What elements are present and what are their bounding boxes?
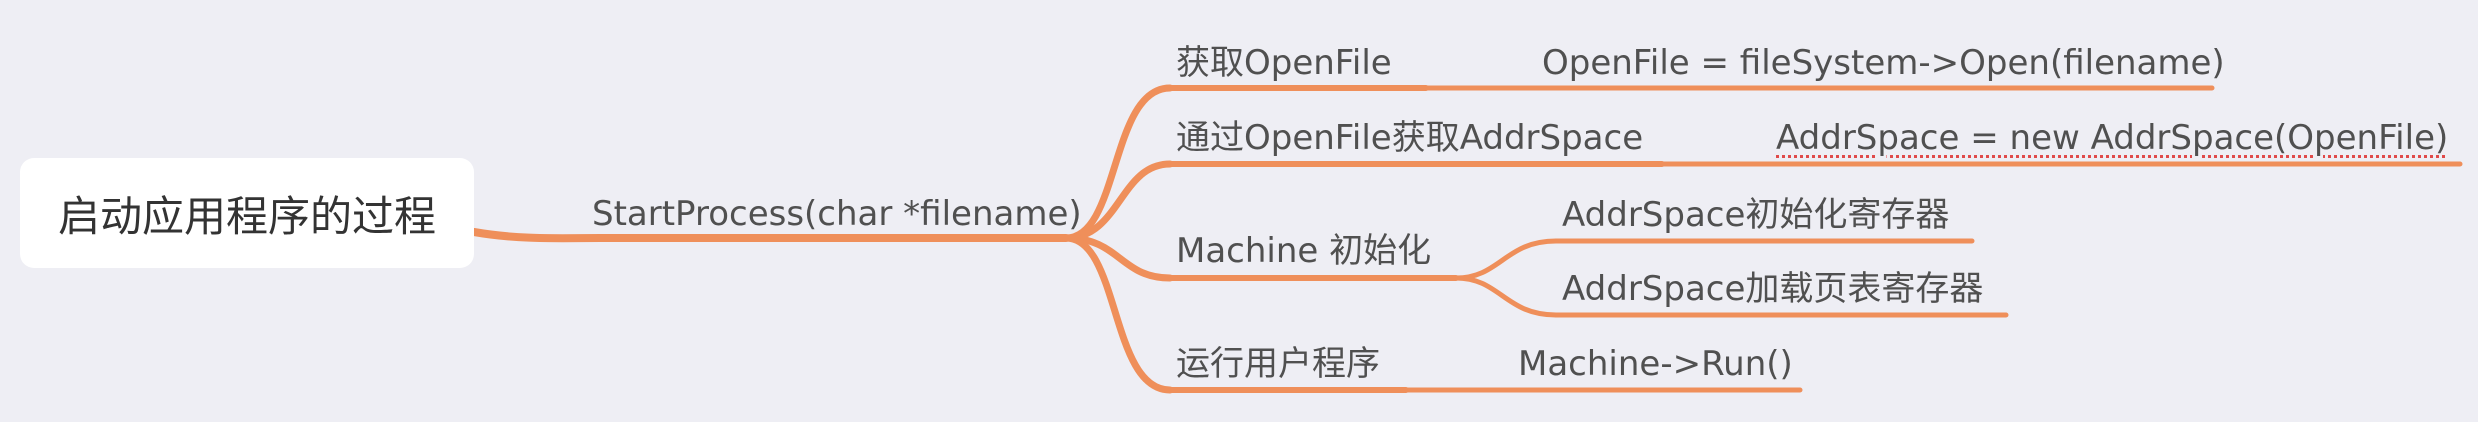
connector-to-leaf-3a: [1453, 238, 1559, 281]
leaf-node-init-registers[interactable]: AddrSpace初始化寄存器: [1562, 195, 1950, 235]
leaf-node-machine-run[interactable]: Machine->Run(): [1518, 344, 1793, 384]
branch-node-machine-init[interactable]: Machine 初始化: [1176, 231, 1432, 271]
connector-to-branch-4: [1062, 234, 1174, 394]
branch-node-get-addrspace[interactable]: 通过OpenFile获取AddrSpace: [1176, 118, 1644, 158]
trunk-node-label[interactable]: StartProcess(char *filename): [592, 194, 1082, 234]
root-node[interactable]: 启动应用程序的过程: [20, 158, 474, 268]
leaf-node-new-addrspace[interactable]: AddrSpace = new AddrSpace(OpenFile): [1776, 118, 2449, 158]
connector-root-trunk: [470, 228, 604, 243]
connector-to-leaf-3b: [1453, 275, 1559, 318]
connector-to-branch-2: [1062, 160, 1174, 242]
root-node-label: 启动应用程序的过程: [57, 191, 436, 241]
branch-node-run-user-program[interactable]: 运行用户程序: [1176, 344, 1380, 384]
leaf-node-open-file-call[interactable]: OpenFile = fileSystem->Open(filename): [1542, 43, 2225, 83]
leaf-node-load-page-table[interactable]: AddrSpace加载页表寄存器: [1562, 269, 1984, 309]
branch-node-get-openfile[interactable]: 获取OpenFile: [1176, 43, 1392, 83]
